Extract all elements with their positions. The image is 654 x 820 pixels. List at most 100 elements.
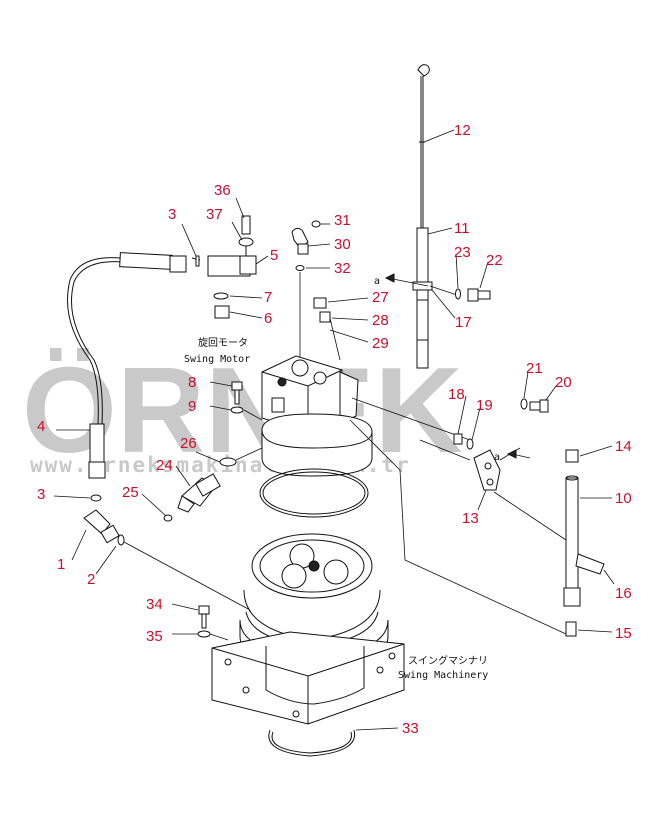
ref-a-left: a: [374, 276, 380, 287]
callout-24: 24: [156, 457, 173, 474]
valve-24: [163, 473, 221, 522]
swing-machinery-label-jp: スイングマシナリ: [408, 654, 488, 667]
callout-21: 21: [526, 360, 543, 377]
callout-10: 10: [615, 490, 632, 507]
callout-34: 34: [146, 596, 163, 613]
hose-sleeve: [119, 252, 173, 270]
cap-25: [163, 514, 173, 522]
callout-29: 29: [372, 335, 389, 352]
callout-9: 9: [188, 398, 196, 415]
washer-19: [466, 438, 474, 450]
callout-16: 16: [615, 585, 632, 602]
callout-1: 1: [57, 556, 65, 573]
oring-32: [295, 265, 305, 271]
elbow-14: [565, 449, 579, 463]
callout-7: 7: [264, 289, 272, 306]
fittings-27-29: [313, 297, 341, 361]
callout-8: 8: [188, 374, 196, 391]
callout-20: 20: [555, 374, 572, 391]
oring-3-bottom: [90, 494, 102, 502]
bolt-34: [197, 605, 229, 641]
hose-tube-lower: [89, 423, 105, 463]
dipstick-assembly: [384, 64, 461, 369]
callout-25: 25: [122, 484, 139, 501]
oring-large-upper: [259, 468, 369, 518]
oring-33: [268, 729, 356, 757]
swing-machinery: [211, 533, 405, 725]
tube-10: [404, 449, 605, 637]
callout-11: 11: [454, 220, 470, 237]
fitting-27: [313, 297, 327, 309]
swing-machinery-label-en: Swing Machinery: [398, 670, 488, 681]
callout-30: 30: [334, 236, 351, 253]
callout-27: 27: [372, 289, 389, 306]
callout-31: 31: [334, 212, 351, 229]
washer-21: [520, 398, 528, 410]
hose-line: [67, 257, 121, 426]
callout-26: 26: [180, 435, 197, 452]
motor-valve-side: [339, 371, 359, 425]
fitting-15: [565, 621, 577, 637]
callout-23: 23: [454, 244, 471, 261]
motor-body: [261, 413, 373, 477]
planet-gear-3: [323, 559, 349, 585]
bolt-22: [455, 288, 491, 302]
oring-3-top: [195, 255, 200, 267]
callout-37: 37: [206, 206, 223, 223]
callout-35: 35: [146, 628, 163, 645]
callout-17: 17: [455, 314, 472, 331]
callout-leaders: [53, 129, 615, 731]
callout-28: 28: [372, 312, 389, 329]
oring-7: [213, 292, 229, 300]
callout-6: 6: [264, 310, 272, 327]
callout-33: 33: [402, 720, 419, 737]
dipstick-handle: [417, 64, 430, 77]
callout-2: 2: [87, 571, 95, 588]
callout-15: 15: [615, 625, 632, 642]
callout-18: 18: [448, 386, 465, 403]
bolt-20: [520, 398, 549, 413]
callout-22: 22: [486, 252, 503, 269]
washer-23: [455, 288, 461, 300]
plug-6: [214, 305, 230, 319]
hose-nut-top: [169, 255, 187, 273]
callout-5: 5: [270, 247, 278, 264]
dipstick-tube: [416, 227, 429, 369]
block-5: [207, 215, 257, 319]
swing-motor: [261, 355, 471, 561]
clamp-16: [575, 553, 605, 575]
bracket-13: [419, 433, 567, 541]
callout-19: 19: [476, 397, 493, 414]
swing-motor-label-en: Swing Motor: [184, 354, 250, 365]
oring-26: [219, 457, 237, 467]
callout-14: 14: [615, 438, 632, 455]
callout-12: 12: [454, 122, 471, 139]
cap-31: [311, 220, 321, 228]
assembly-labels: 旋回モータ Swing Motor スイングマシナリ Swing Machine…: [184, 276, 500, 681]
nut-18: [453, 433, 463, 445]
hose-assembly: [67, 252, 201, 479]
callout-13: 13: [462, 510, 479, 527]
callout-36: 36: [214, 182, 231, 199]
ref-a-right: a: [494, 452, 500, 463]
callout-3-top: 3: [168, 206, 176, 223]
bolt-36: [241, 215, 251, 235]
elbow-1: [83, 509, 111, 535]
drain-tube: [565, 477, 579, 589]
washer-35: [197, 630, 211, 638]
elbow-fitting: [83, 494, 251, 611]
callout-32: 32: [334, 260, 351, 277]
dipstick-bracket: [412, 281, 433, 291]
washer-9: [230, 406, 244, 414]
callout-4: 4: [37, 418, 45, 435]
callout-3-bottom: 3: [37, 486, 45, 503]
fitting-28: [319, 311, 331, 323]
hose-nut-bottom: [88, 461, 106, 479]
callout-numbers: 1 2 3 3 4 5 6 7 8 9 10 11 12 13 14 15 16…: [37, 122, 632, 737]
oring-2: [117, 534, 125, 546]
swing-motor-label-jp: 旋回モータ: [198, 336, 248, 349]
elbow-30-group: [291, 220, 321, 360]
planet-gear-2: [281, 563, 307, 589]
